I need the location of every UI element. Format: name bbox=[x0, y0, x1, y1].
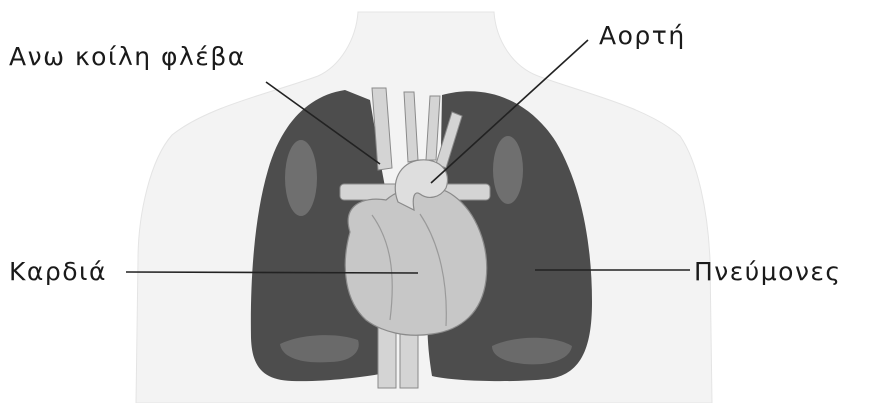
label-aorta: Αορτή bbox=[599, 23, 686, 48]
label-lungs: Πνεύμονες bbox=[694, 259, 842, 284]
leader-line-heart bbox=[126, 272, 418, 273]
lung-highlight bbox=[285, 140, 317, 216]
lung-highlight bbox=[493, 136, 523, 204]
label-superior-vena-cava: Ανω κοίλη φλέβα bbox=[9, 44, 246, 69]
heart bbox=[345, 187, 486, 336]
label-heart: Καρδιά bbox=[9, 259, 107, 284]
